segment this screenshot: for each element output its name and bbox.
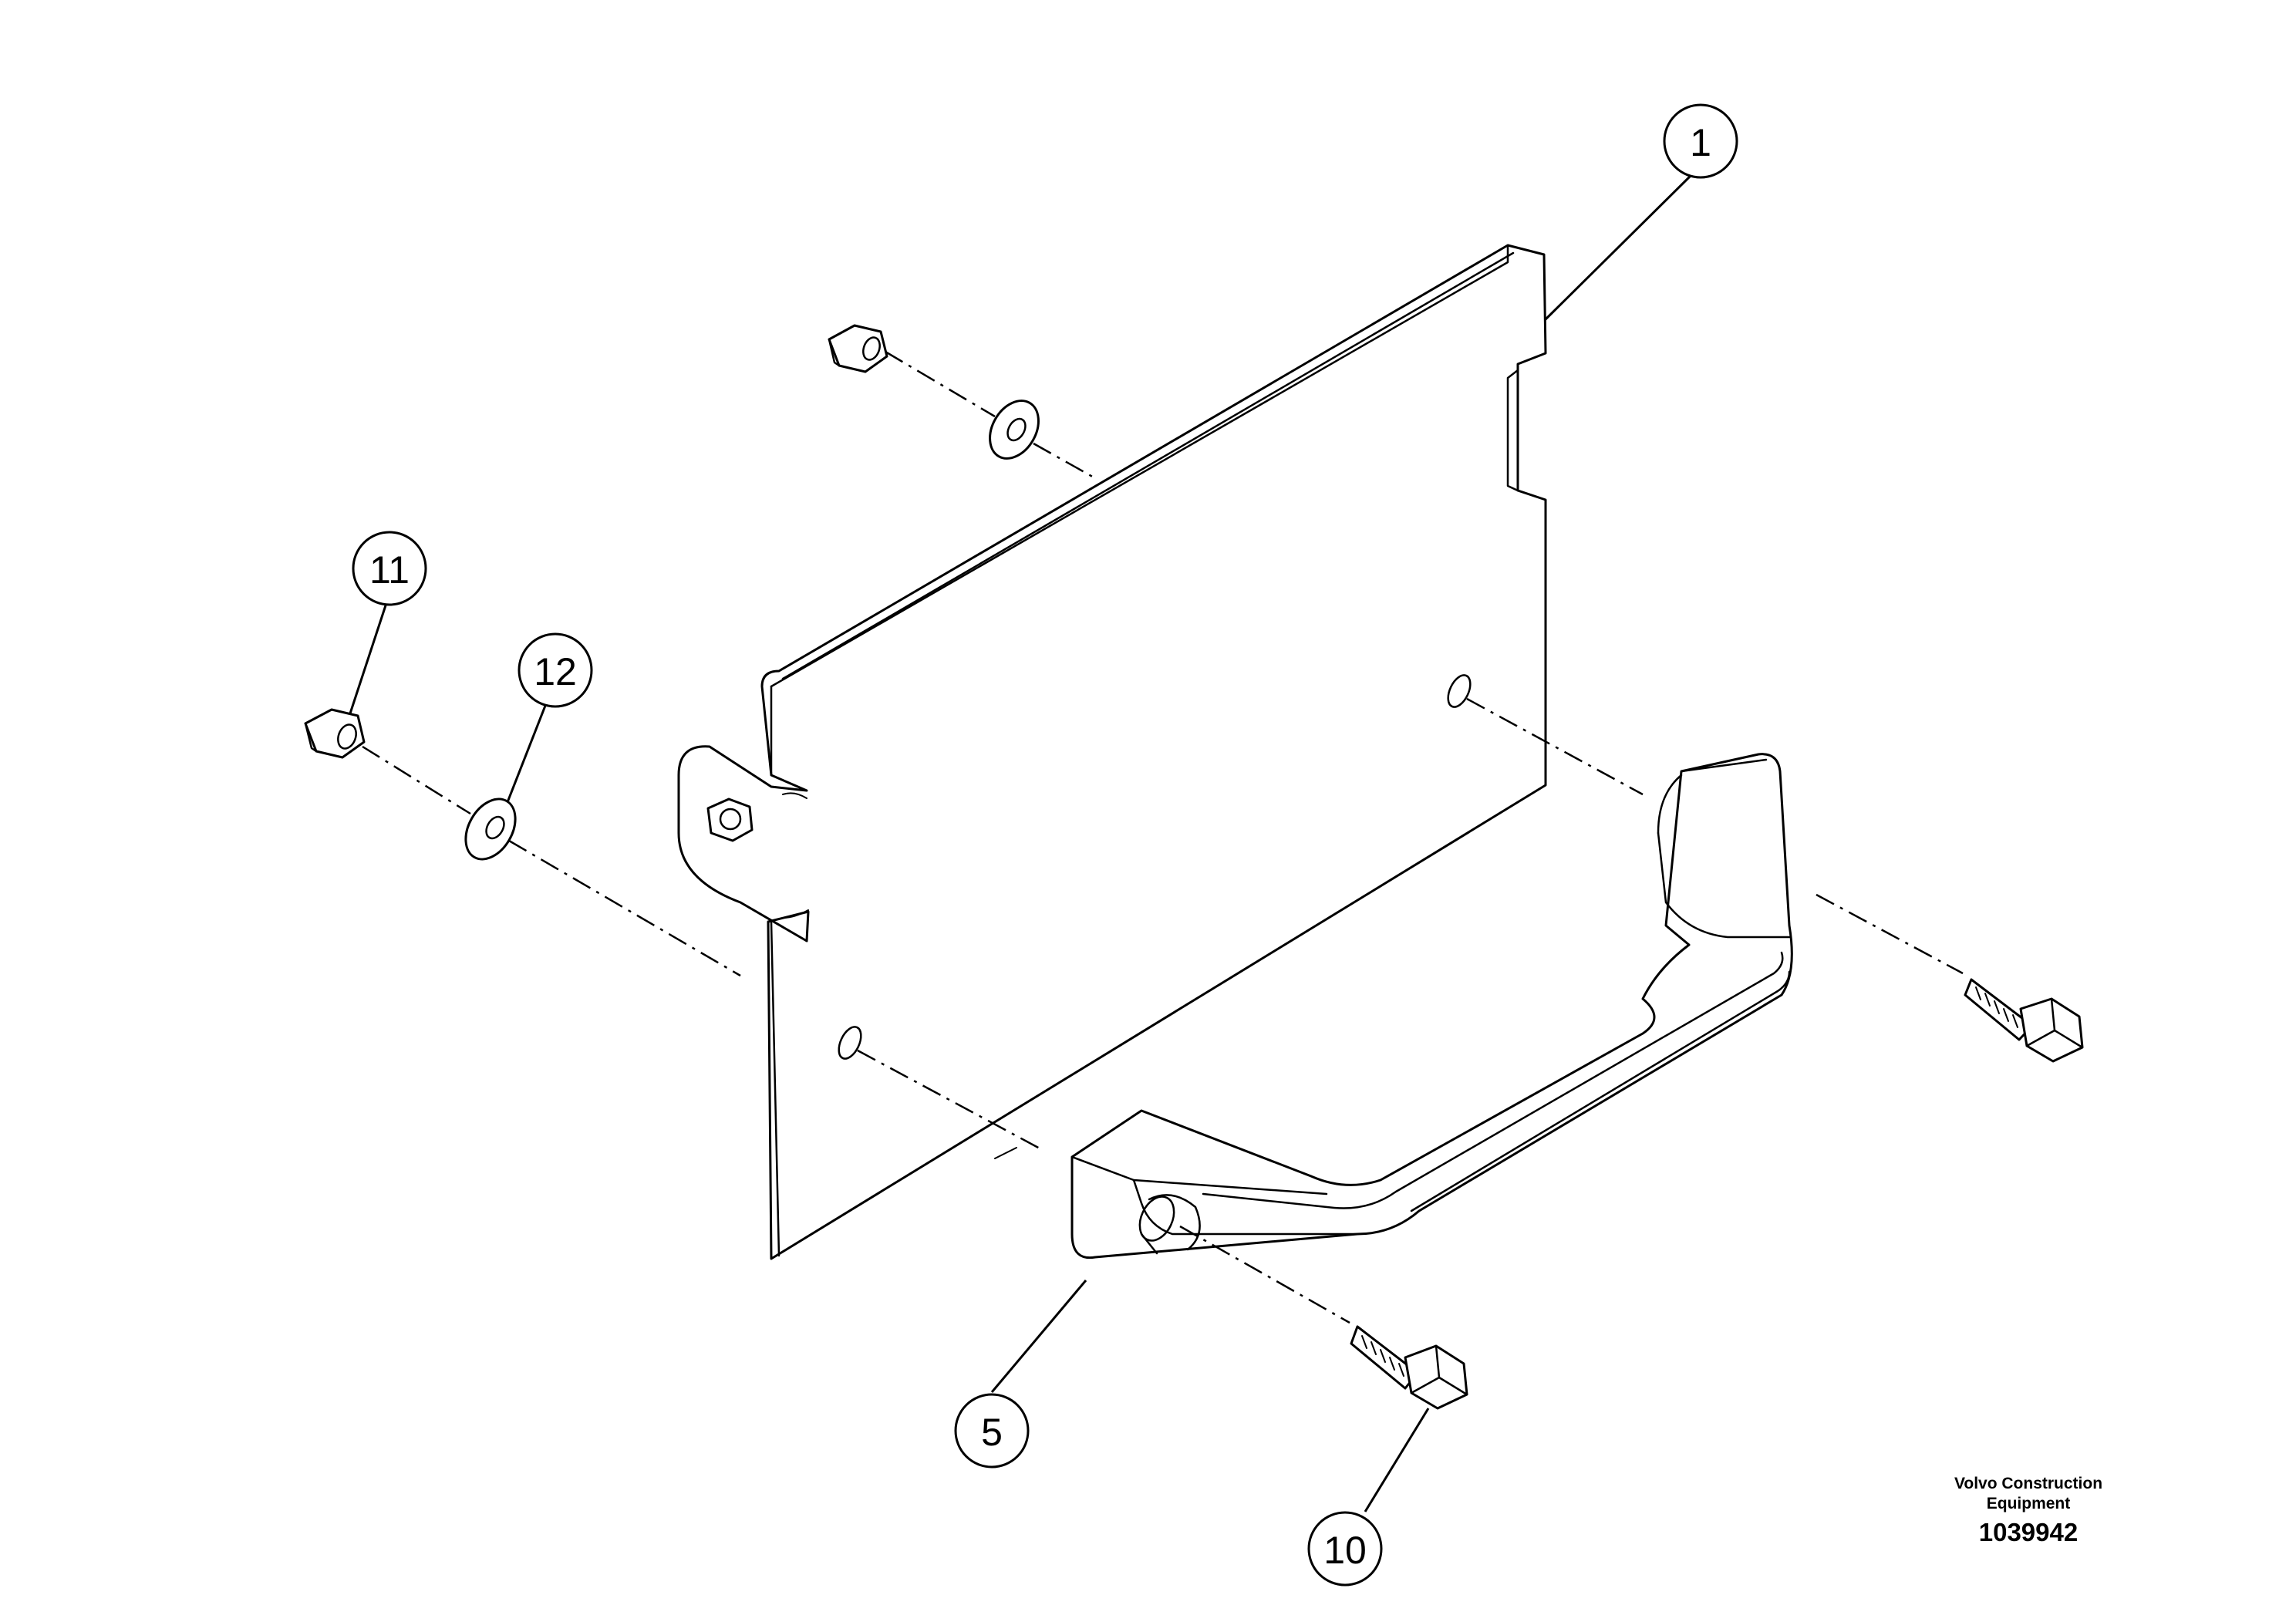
callout-1-label: 1 (1690, 121, 1711, 164)
drawing-number: 1039942 (1978, 1518, 2079, 1546)
upper-nut (828, 324, 888, 373)
callout-10-label: 10 (1323, 1529, 1367, 1572)
callout-5-label: 5 (981, 1411, 1003, 1454)
upper-washer (989, 400, 1040, 460)
callout-10: 10 (1307, 1511, 1383, 1587)
leader-lines (349, 171, 1695, 1512)
callout-12: 12 (518, 632, 593, 708)
assembly-axis-lines (362, 350, 1964, 1324)
handle (1070, 753, 1793, 1259)
brand-name-line2: Equipment (1986, 1495, 2071, 1512)
bottom-bolt (1350, 1325, 1468, 1410)
left-washer (464, 798, 517, 861)
callout-11-label: 11 (369, 548, 410, 592)
callout-5: 5 (954, 1393, 1030, 1469)
callout-12-label: 12 (534, 650, 577, 693)
callout-11: 11 (352, 531, 427, 606)
callout-1: 1 (1663, 103, 1738, 179)
brand-name-line1: Volvo Construction (1954, 1475, 2103, 1492)
left-nut (304, 708, 366, 759)
right-bolt (1964, 978, 2084, 1063)
mounting-plate (677, 244, 1547, 1260)
